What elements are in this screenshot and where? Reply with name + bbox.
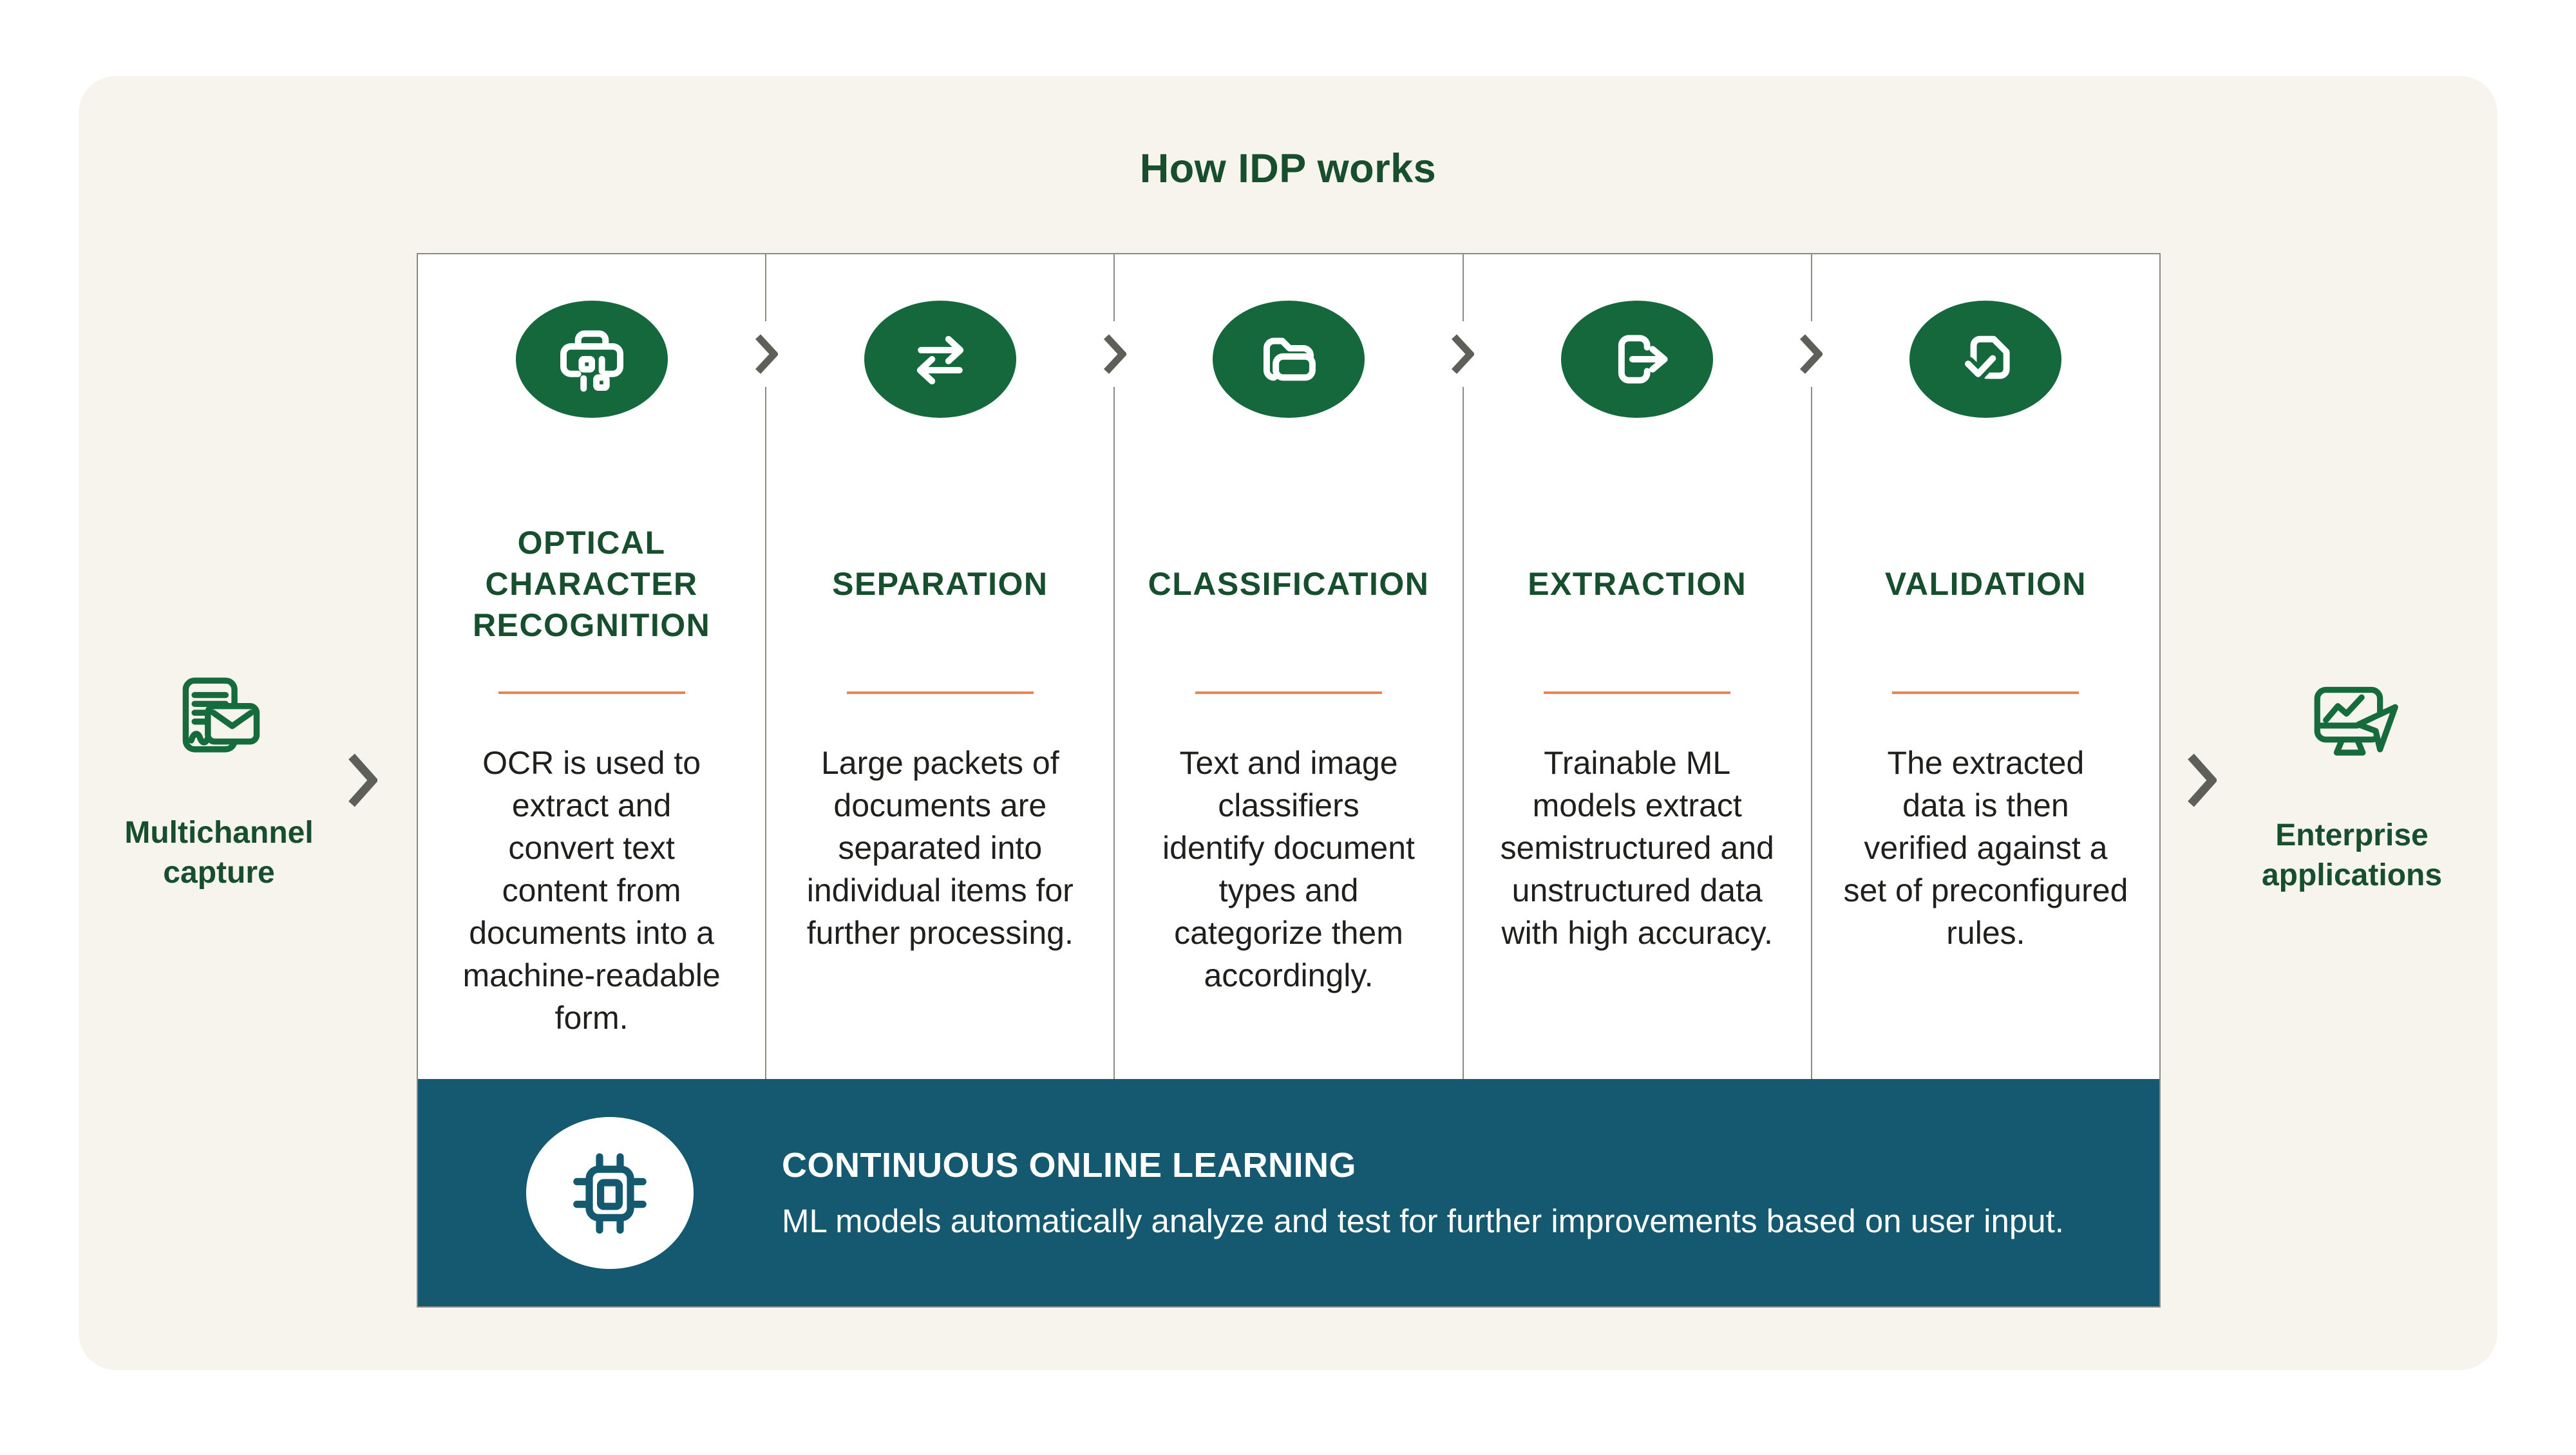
flow-chevron-icon — [348, 753, 379, 807]
step-title: CLASSIFICATION — [1148, 566, 1430, 602]
scanner-printer-icon — [515, 301, 668, 418]
idp-process-panel: OPTICAL CHARACTER RECOGNITION OCR is use… — [417, 253, 2161, 1308]
page-title: How IDP works — [1139, 146, 1437, 191]
step-separation: SEPARATION Large packets of documents ar… — [765, 254, 1113, 1079]
orange-divider — [498, 691, 685, 694]
orange-divider — [1195, 691, 1382, 694]
continuous-learning-description: ML models automatically analyze and test… — [782, 1203, 2064, 1239]
step-validation: VALIDATION The extracted data is then ve… — [1810, 254, 2159, 1079]
step-description: Large packets of documents are separated… — [806, 745, 1074, 951]
chip-icon — [526, 1116, 694, 1269]
step-description: The extracted data is then verified agai… — [1843, 745, 2128, 951]
step-chevron-icon — [746, 321, 786, 387]
document-check-icon — [1909, 301, 2062, 418]
monitor-chart-cursor-icon — [2298, 686, 2406, 785]
step-title: VALIDATION — [1884, 566, 2087, 602]
export-arrow-icon — [1561, 301, 1714, 418]
continuous-learning-bar: CONTINUOUS ONLINE LEARNING ML models aut… — [418, 1079, 2159, 1306]
step-chevron-icon — [1095, 321, 1134, 387]
step-classification: CLASSIFICATION Text and image classifier… — [1113, 254, 1462, 1079]
step-ocr: OPTICAL CHARACTER RECOGNITION OCR is use… — [418, 254, 765, 1079]
transfer-arrows-icon — [864, 301, 1016, 418]
step-extraction: EXTRACTION Trainable ML models extract s… — [1462, 254, 1811, 1079]
document-envelope-icon — [164, 677, 274, 783]
orange-divider — [1544, 691, 1731, 694]
step-description: Text and image classifiers identify docu… — [1162, 745, 1415, 993]
step-title: EXTRACTION — [1528, 566, 1747, 602]
orange-divider — [846, 691, 1034, 694]
step-chevron-icon — [1792, 321, 1831, 387]
step-description: OCR is used to extract and convert text … — [462, 745, 721, 1036]
step-chevron-icon — [1443, 321, 1482, 387]
input-label: Multichannel capture — [124, 816, 314, 890]
step-title: SEPARATION — [832, 566, 1048, 602]
input-group: Multichannel capture — [97, 670, 341, 893]
step-description: Trainable ML models extract semistructur… — [1500, 745, 1774, 951]
step-title: OPTICAL CHARACTER RECOGNITION — [472, 525, 711, 643]
orange-divider — [1892, 691, 2079, 694]
output-label: Enterprise applications — [2261, 818, 2443, 892]
output-group: Enterprise applications — [2230, 675, 2474, 896]
continuous-learning-title: CONTINUOUS ONLINE LEARNING — [782, 1146, 1357, 1185]
process-steps-row: OPTICAL CHARACTER RECOGNITION OCR is use… — [418, 254, 2159, 1079]
continuous-learning-text: CONTINUOUS ONLINE LEARNING ML models aut… — [782, 1145, 2064, 1240]
open-folder-icon — [1213, 301, 1365, 418]
flow-chevron-icon — [2187, 753, 2218, 807]
